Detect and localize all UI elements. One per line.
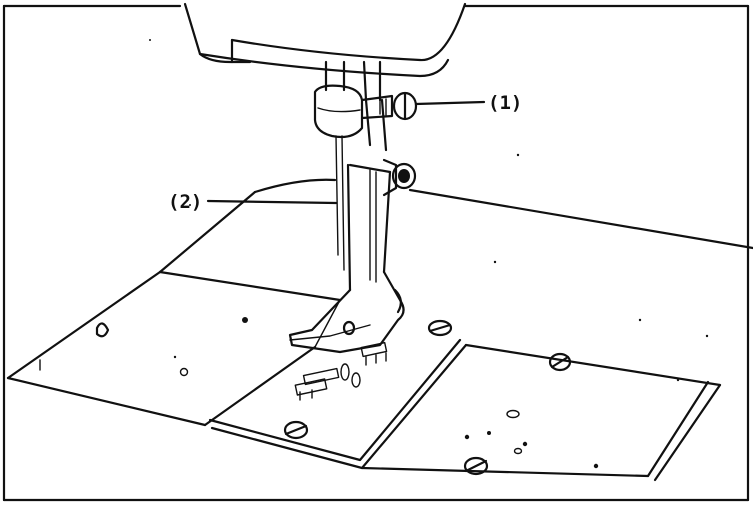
feed-dog-slots (294, 341, 388, 401)
left-slide-plate (95, 270, 342, 427)
needle-plate-screw-back-icon (427, 319, 453, 337)
needle-clamp-screw-icon (360, 91, 418, 121)
callout-1-label: (1) (488, 92, 522, 114)
presser-foot-screw-icon (382, 158, 417, 197)
needle-plate-screw-front-icon (283, 420, 309, 440)
needle-bar-assembly (288, 60, 418, 354)
dust-specks (149, 39, 709, 382)
right-plate-screw-top-icon (548, 352, 572, 372)
right-slide-plate (360, 343, 722, 482)
callout-1: (1) (414, 92, 522, 114)
needle-plate (208, 299, 468, 470)
right-plate-screw-bottom-icon (463, 456, 489, 476)
callout-2: (2) (168, 191, 338, 213)
sewing-bed (6, 178, 753, 427)
callout-2-label: (2) (168, 191, 202, 213)
figure-frame (2, 4, 750, 502)
